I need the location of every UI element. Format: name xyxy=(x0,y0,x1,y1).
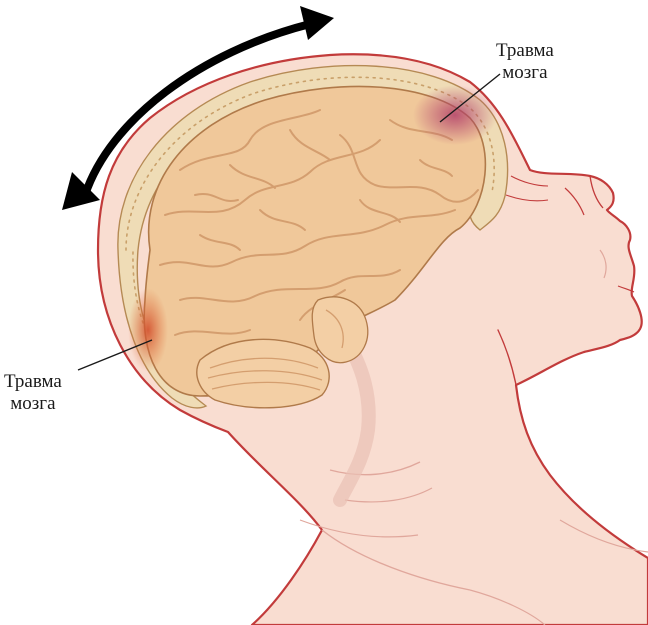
injury-top xyxy=(413,85,497,145)
label-brain-injury-top: Травма мозга xyxy=(496,40,554,84)
injury-bottom xyxy=(128,288,168,372)
label-top-line1: Травма xyxy=(496,40,554,62)
label-brain-injury-bottom: Травма мозга xyxy=(4,371,62,415)
label-top-line2: мозга xyxy=(496,62,554,84)
label-bottom-line1: Травма xyxy=(4,371,62,393)
label-bottom-line2: мозга xyxy=(4,393,62,415)
